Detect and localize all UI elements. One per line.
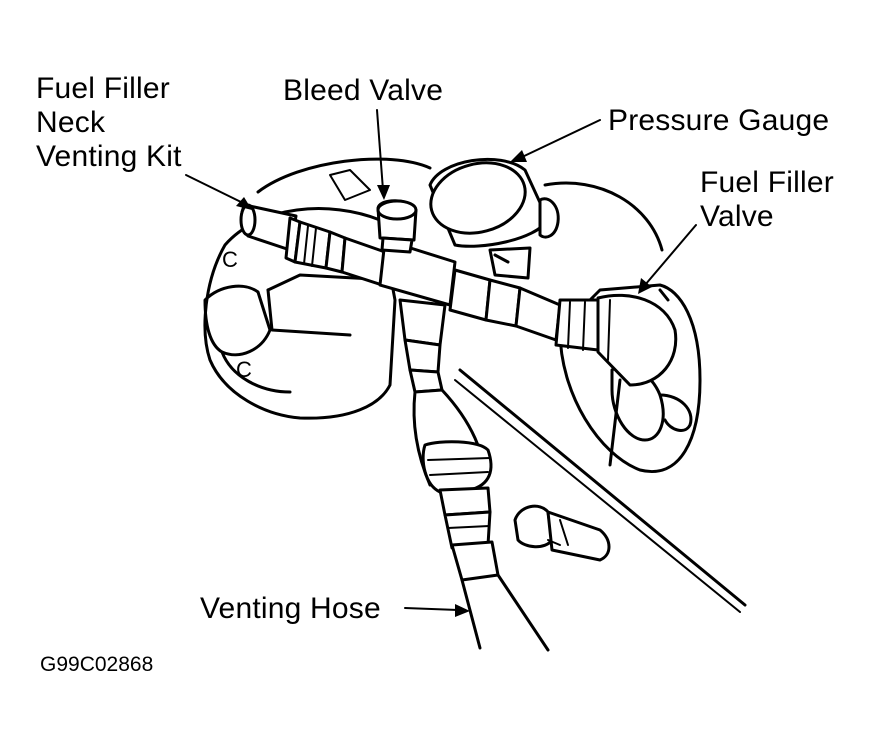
label-venting-hose: Venting Hose: [200, 592, 381, 625]
support-rod-edge: [454, 379, 741, 613]
label-bleed-valve: Bleed Valve: [283, 74, 444, 107]
housing-mark-upper: C: [222, 247, 239, 272]
hose-assembly: [398, 298, 550, 652]
leader-arrows: [185, 109, 697, 617]
label-fuel-filler-valve: Fuel Filler Valve: [700, 166, 834, 234]
loose-clip: [513, 504, 611, 562]
valve-connector: [448, 268, 678, 387]
figure-code: G99C02868: [40, 653, 154, 676]
label-line: Fuel Filler: [36, 72, 170, 105]
label-line: Valve: [700, 200, 774, 233]
label-pressure-gauge: Pressure Gauge: [608, 104, 830, 137]
support-rod: [458, 368, 747, 607]
tee-fitting: [376, 199, 457, 307]
pressure-gauge: [428, 157, 560, 280]
label-line: Fuel Filler: [700, 166, 834, 199]
label-line: Neck: [36, 106, 106, 139]
venting-kit-fitting: [239, 203, 387, 287]
label-line: Venting Kit: [36, 140, 182, 173]
label-fuel-filler-neck-venting-kit: Fuel Filler Neck Venting Kit: [36, 72, 182, 174]
housing-mark-lower: C: [236, 357, 253, 382]
